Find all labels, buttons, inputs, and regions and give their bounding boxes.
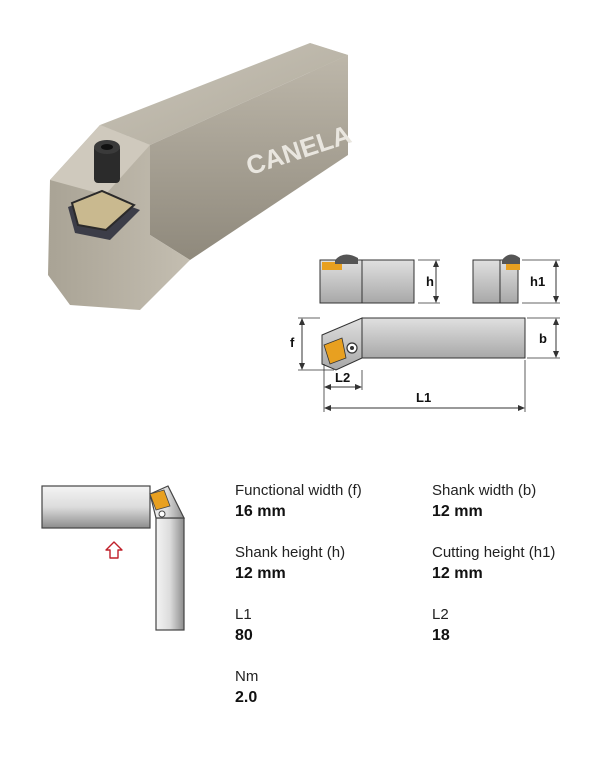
workpiece-bar	[41, 485, 151, 529]
spec-value: 16 mm	[235, 503, 286, 520]
orientation-schematic	[41, 485, 185, 631]
spec-cutting-height: Cutting height (h1) 12 mm	[432, 544, 600, 584]
spec-functional-width: Functional width (f) 16 mm	[235, 482, 415, 522]
dim-label-h: h	[426, 274, 434, 289]
dim-label-L1: L1	[416, 390, 431, 405]
spec-label: L2	[432, 606, 449, 623]
spec-label: Shank width (b)	[432, 482, 537, 499]
spec-value: 12 mm	[432, 565, 483, 582]
dim-label-L2: L2	[335, 370, 350, 385]
spec-label: L1	[235, 606, 252, 623]
spec-l1: L1 80	[235, 606, 415, 646]
spec-label: Cutting height (h1)	[432, 544, 556, 561]
dim-label-f: f	[290, 335, 295, 350]
dimension-drawing: h h1 f b L2 L1	[290, 254, 560, 412]
tool-holder-photo: CANELA	[48, 43, 355, 310]
feed-direction-arrow-icon	[105, 541, 123, 559]
tool-shank	[155, 517, 185, 631]
spec-shank-width: Shank width (b) 12 mm	[432, 482, 600, 522]
dim-label-h1: h1	[530, 274, 545, 289]
spec-l2: L2 18	[432, 606, 600, 646]
spec-label: Functional width (f)	[235, 482, 362, 499]
spec-value: 18	[432, 627, 450, 644]
spec-nm: Nm 2.0	[235, 668, 415, 708]
spec-value: 12 mm	[235, 565, 286, 582]
side-view	[472, 254, 520, 304]
insert	[149, 489, 171, 511]
spec-value: 80	[235, 627, 253, 644]
spec-value: 12 mm	[432, 503, 483, 520]
front-view	[319, 254, 415, 304]
spec-value: 2.0	[235, 689, 258, 706]
dim-label-b: b	[539, 331, 547, 346]
top-view	[321, 317, 526, 371]
spec-label: Nm	[235, 668, 259, 685]
spec-label: Shank height (h)	[235, 544, 346, 561]
spec-shank-height: Shank height (h) 12 mm	[235, 544, 415, 584]
